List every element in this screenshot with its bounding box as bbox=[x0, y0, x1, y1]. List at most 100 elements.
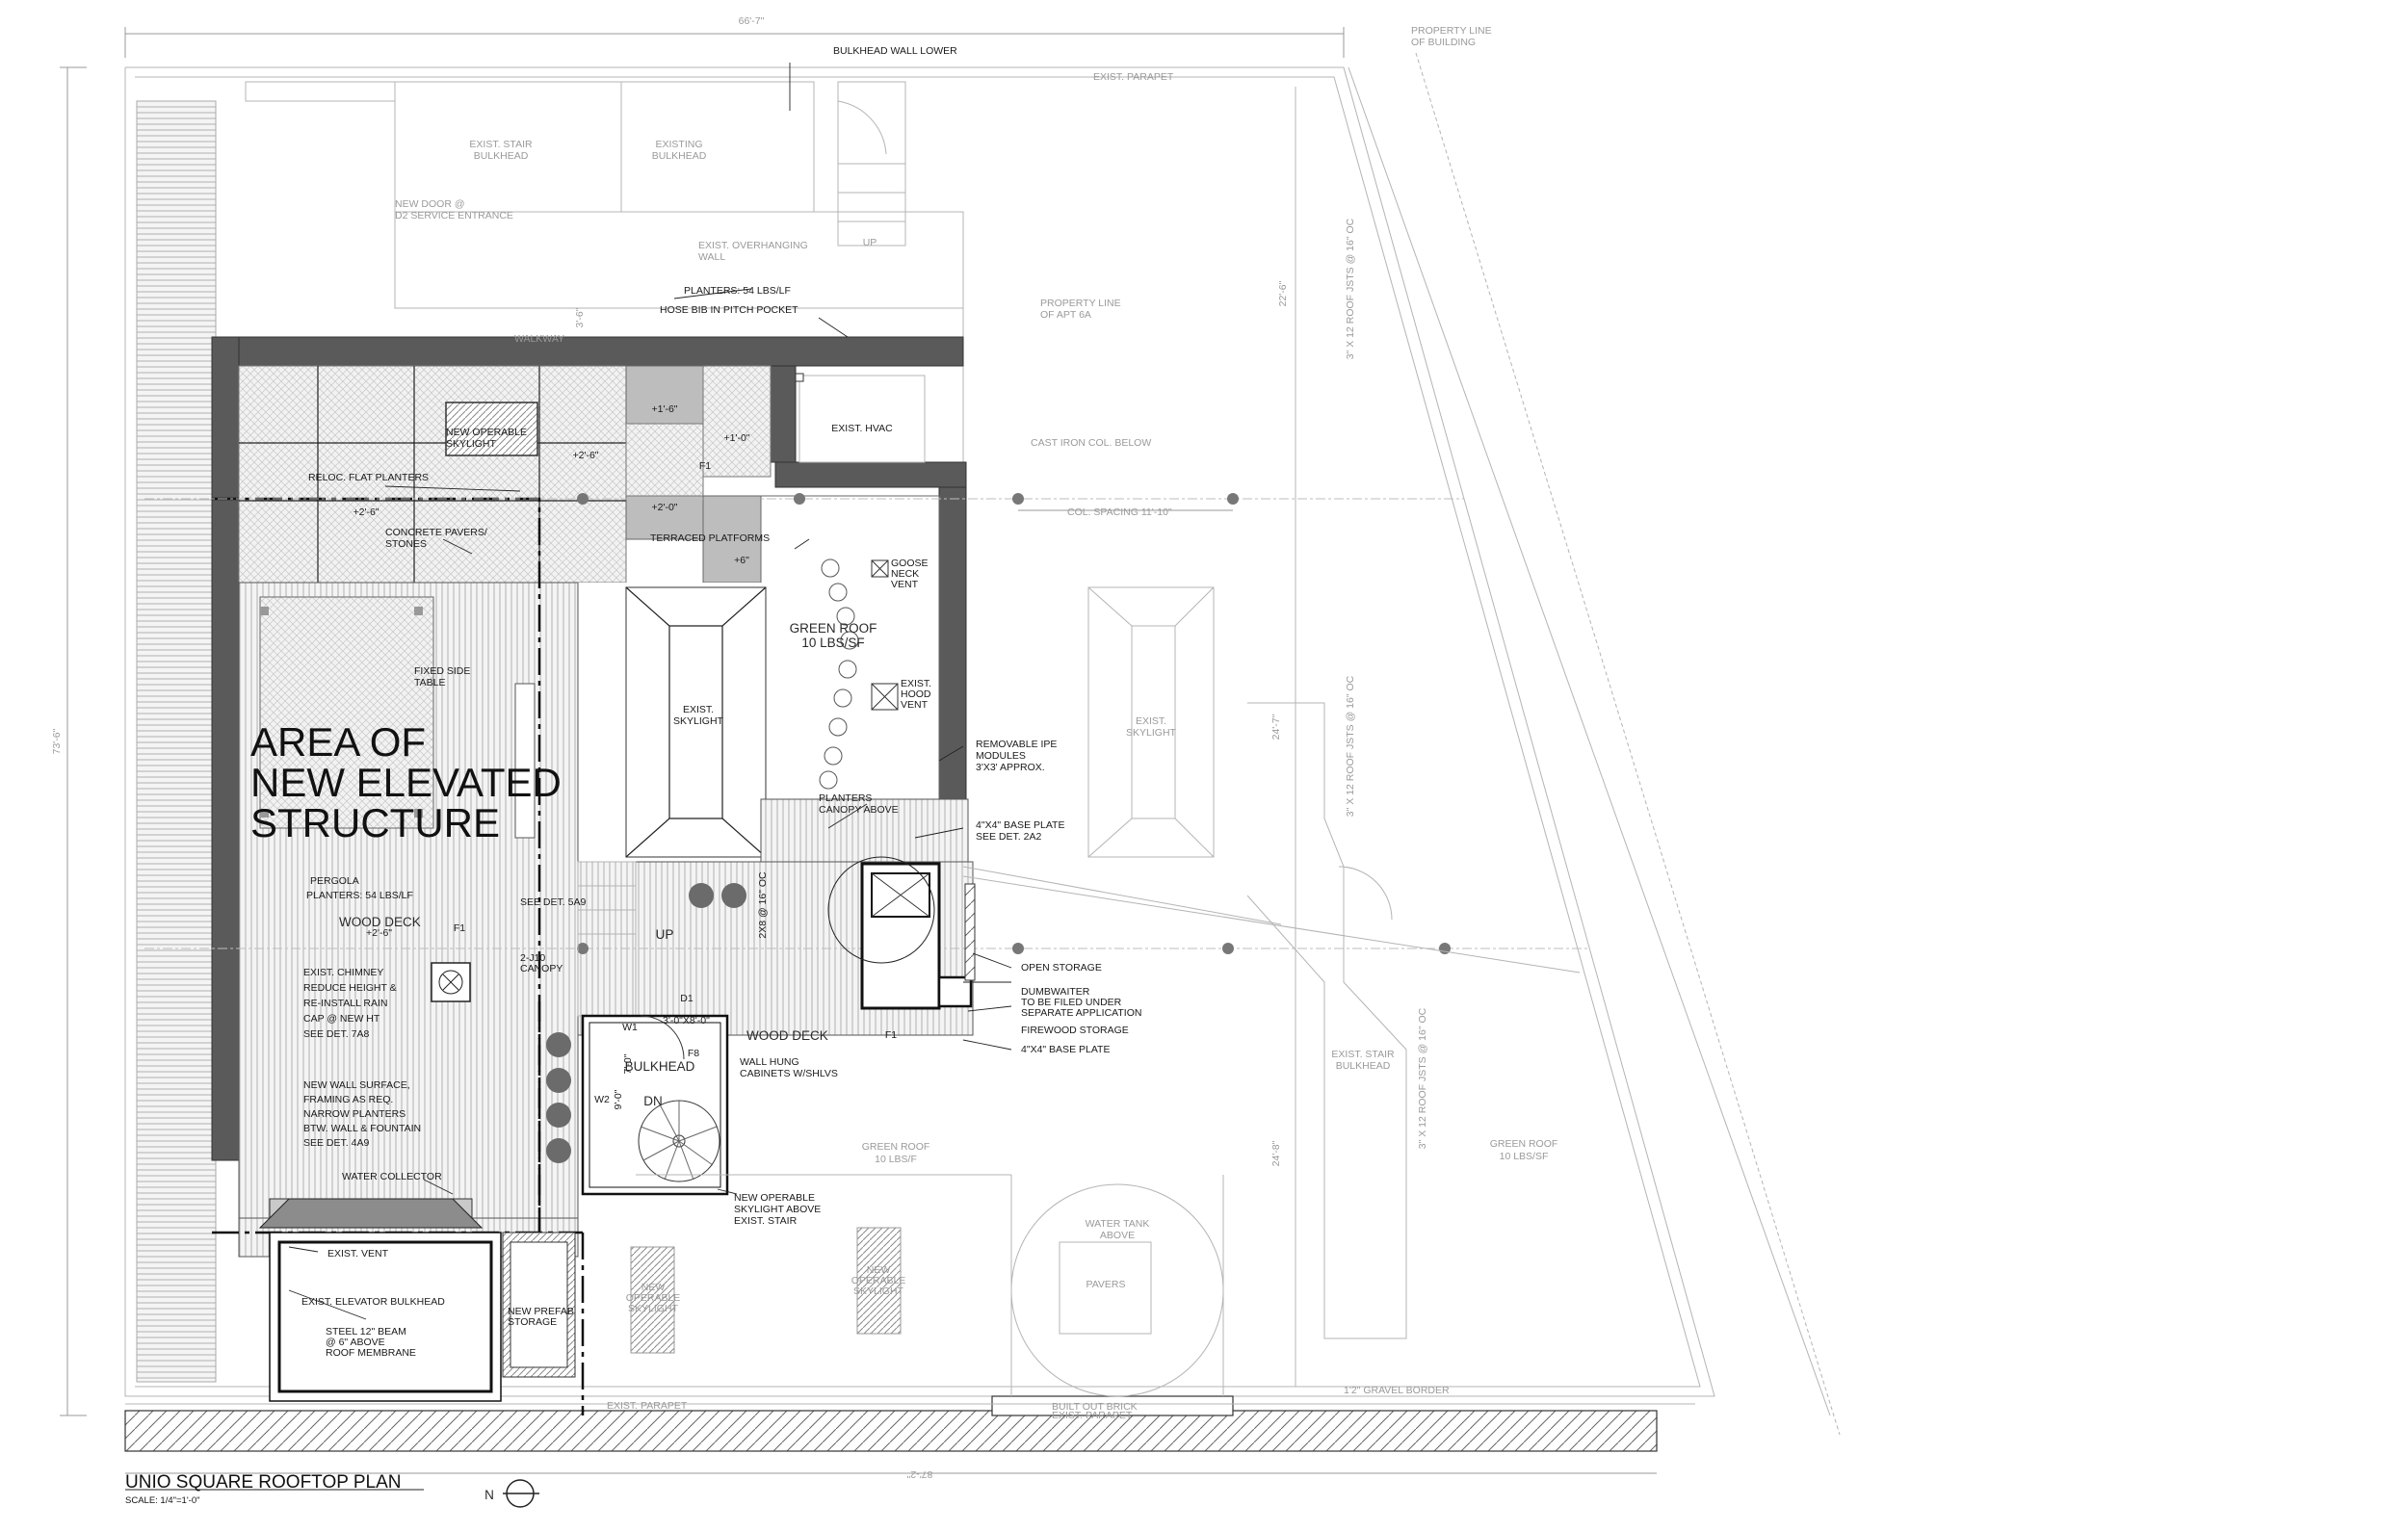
label-exist-hvac: EXIST. HVAC bbox=[831, 423, 893, 434]
label-plus-6: +6" bbox=[734, 555, 749, 566]
label-walkway: WALKWAY bbox=[514, 333, 564, 345]
label-plus-2-0: +2'-0" bbox=[651, 502, 677, 513]
label-joists-deck: 2X8 @ 16" OC bbox=[757, 871, 769, 939]
label-exist-vent: EXIST. VENT bbox=[327, 1248, 389, 1259]
label-pergola: PERGOLA bbox=[310, 875, 359, 887]
label-planters-54-b: PLANTERS: 54 LBS/LF bbox=[306, 890, 413, 901]
label-dim-22-6: 22'-6" bbox=[1277, 280, 1289, 306]
right-existing-features bbox=[630, 586, 1581, 1397]
label-f1-a: F1 bbox=[699, 460, 711, 472]
label-f1-c: F1 bbox=[885, 1029, 897, 1041]
label-plus-1-0: +1'-0" bbox=[723, 432, 749, 444]
building-outline bbox=[60, 27, 1841, 1474]
elevator-storage bbox=[269, 1232, 576, 1402]
label-up-top: UP bbox=[863, 237, 877, 248]
label-door-size: 3'-0"X8'-0" bbox=[663, 1015, 710, 1026]
green-roof-central bbox=[578, 495, 940, 862]
label-open-storage: OPEN STORAGE bbox=[1021, 962, 1102, 974]
label-new-door: NEW DOOR @D2 SERVICE ENTRANCE bbox=[395, 198, 513, 221]
label-plus-2-6-deck: +2'-6" bbox=[366, 927, 392, 939]
label-reloc-planters: RELOC. FLAT PLANTERS bbox=[308, 472, 429, 483]
label-base-plate-2: 4"X4" BASE PLATE bbox=[1021, 1044, 1110, 1055]
label-joists-upper: 3" X 12 ROOF JSTS @ 16" OC bbox=[1345, 218, 1356, 359]
label-new-wall-surface: NEW WALL SURFACE,FRAMING AS REQ.NARROW P… bbox=[303, 1079, 421, 1149]
title-block-north: N bbox=[484, 1488, 494, 1502]
label-w1: W1 bbox=[622, 1022, 638, 1033]
label-concrete-pavers: CONCRETE PAVERS/STONES bbox=[385, 527, 487, 550]
label-cast-iron: CAST IRON COL. BELOW bbox=[1031, 437, 1151, 449]
label-plus-1-6: +1'-6" bbox=[651, 403, 677, 415]
label-f8: F8 bbox=[688, 1048, 699, 1059]
label-dim-9-0: 9'-0" bbox=[613, 1089, 624, 1109]
label-plus-2-6-upper: +2'-6" bbox=[572, 450, 598, 461]
label-dim-73-6: 73'-6" bbox=[51, 728, 63, 754]
label-pavers: PAVERS bbox=[1086, 1279, 1125, 1290]
label-hose-bib: HOSE BIB IN PITCH POCKET bbox=[660, 304, 798, 316]
label-dim-24-7: 24'-7" bbox=[1270, 714, 1282, 740]
label-bulkhead: BULKHEAD bbox=[625, 1059, 695, 1074]
stepping-stones bbox=[819, 558, 859, 790]
label-wood-deck-right: WOOD DECK bbox=[746, 1028, 828, 1043]
north-arrow bbox=[503, 1479, 539, 1508]
label-overall-width: 66'-7" bbox=[739, 15, 765, 27]
label-plus-2-6-left: +2'-6" bbox=[353, 506, 379, 518]
bulkhead-spiral-stair bbox=[581, 1014, 729, 1196]
label-walkway-dim: 3'-6" bbox=[574, 307, 586, 327]
label-exist-parapet-top: EXIST. PARAPET bbox=[1093, 71, 1174, 83]
label-dim-bottom: 87'-2" bbox=[906, 1468, 932, 1480]
label-water-collector: WATER COLLECTOR bbox=[342, 1171, 442, 1182]
label-dim-7-0: 7'-0" bbox=[622, 1053, 634, 1074]
label-f1-b: F1 bbox=[454, 922, 465, 934]
title-block-title: UNIO SQUARE ROOFTOP PLAN bbox=[125, 1472, 401, 1493]
label-terraced-platforms: TERRACED PLATFORMS bbox=[650, 532, 770, 544]
label-wood-deck-left: WOOD DECK bbox=[339, 915, 421, 929]
label-dn: DN bbox=[643, 1094, 663, 1108]
label-joists-lower: 3" X 12 ROOF JSTS @ 16" OC bbox=[1417, 1007, 1428, 1149]
label-up-mid: UP bbox=[656, 927, 674, 942]
leader-lines bbox=[288, 63, 1012, 1320]
existing-bulkheads-top bbox=[245, 81, 1296, 1387]
label-planters-54: PLANTERS: 54 LBS/LF bbox=[684, 285, 791, 297]
label-see-det-5a9: SEE DET. 5A9 bbox=[520, 896, 586, 908]
label-exist-skylight-right: EXIST.SKYLIGHT bbox=[1126, 715, 1177, 739]
label-exist-skylight-mid: EXIST.SKYLIGHT bbox=[673, 704, 724, 727]
title-block-scale: SCALE: 1/4"=1'-0" bbox=[125, 1495, 199, 1506]
label-exist-parapet-bottom: EXIST. PARAPET bbox=[607, 1400, 688, 1412]
label-col-spacing: COL. SPACING 11'-10" bbox=[1067, 506, 1172, 518]
label-w2: W2 bbox=[594, 1094, 610, 1105]
label-d1: D1 bbox=[680, 993, 694, 1004]
label-exist-elevator: EXIST. ELEVATOR BULKHEAD bbox=[301, 1296, 445, 1308]
label-gravel-border: 1'2" GRAVEL BORDER bbox=[1344, 1385, 1450, 1396]
label-dim-24-8: 24'-8" bbox=[1270, 1140, 1282, 1166]
label-bulkhead-wall-lower: BULKHEAD WALL LOWER bbox=[833, 45, 957, 57]
label-joists-mid: 3" X 12 ROOF JSTS @ 16" OC bbox=[1345, 675, 1356, 817]
